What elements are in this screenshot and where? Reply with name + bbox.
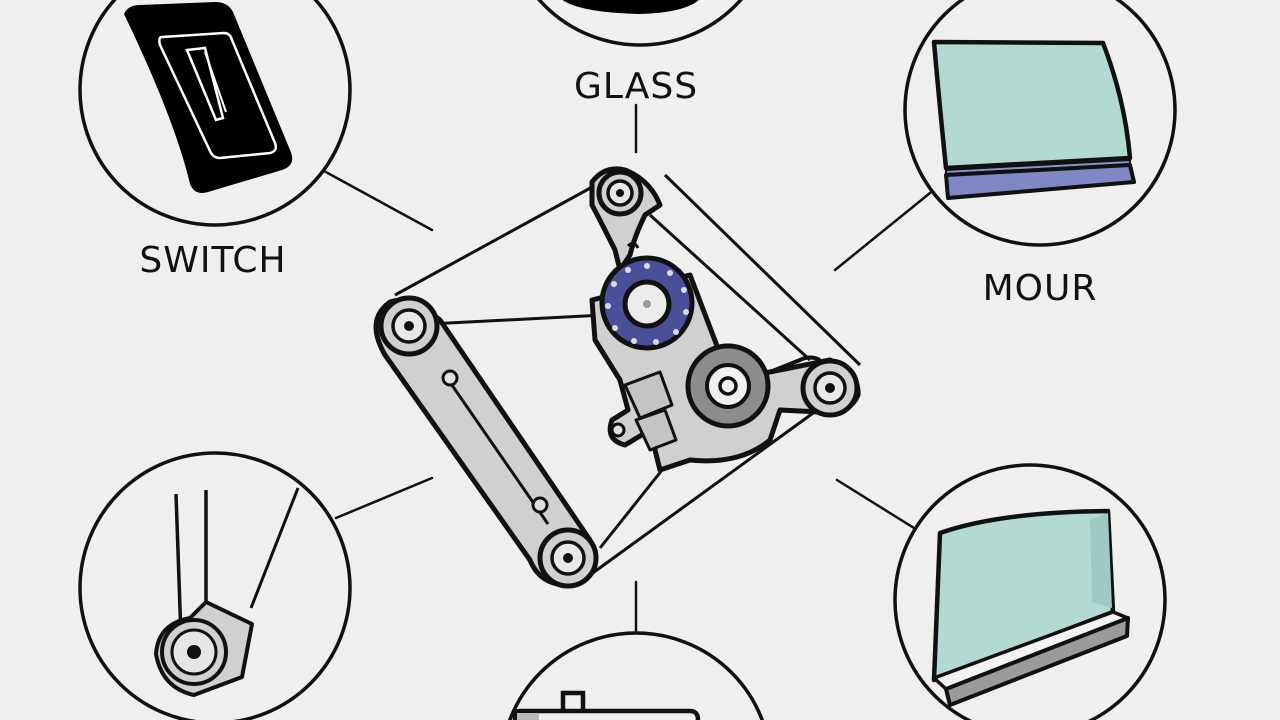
window-switch-icon (124, 2, 293, 193)
cable-pulley-icon (154, 487, 300, 697)
connector-mour (833, 191, 932, 272)
motor-housing-callout[interactable] (501, 631, 771, 720)
cable-pulley-callout[interactable] (78, 451, 352, 720)
mour-callout[interactable] (903, 0, 1177, 247)
pulley-bottom (537, 527, 599, 589)
connector-window-glass (835, 478, 924, 535)
motor-housing-icon (512, 690, 701, 720)
window-glass-grey-trim-icon (931, 508, 1130, 707)
pulley-right (769, 355, 860, 418)
window-glass-blue-trim-icon (931, 39, 1136, 200)
grey-motor-gear (685, 343, 771, 429)
glass-callout[interactable] (505, 0, 775, 47)
connector-switch (322, 169, 434, 232)
blue-drive-gear (599, 255, 695, 351)
label-switch: SWITCH (139, 240, 287, 281)
switch-callout[interactable] (78, 0, 352, 227)
label-mour: MOUR (982, 268, 1098, 309)
connector-cable (334, 476, 434, 520)
pulley-left (378, 295, 440, 357)
window-glass-callout[interactable] (893, 463, 1167, 720)
window-regulator-mechanism[interactable] (373, 166, 862, 589)
connector-lines (322, 103, 932, 634)
label-glass: GLASS (573, 66, 699, 107)
regulator-top-bracket (589, 166, 663, 273)
glass-part-icon (562, 0, 699, 14)
